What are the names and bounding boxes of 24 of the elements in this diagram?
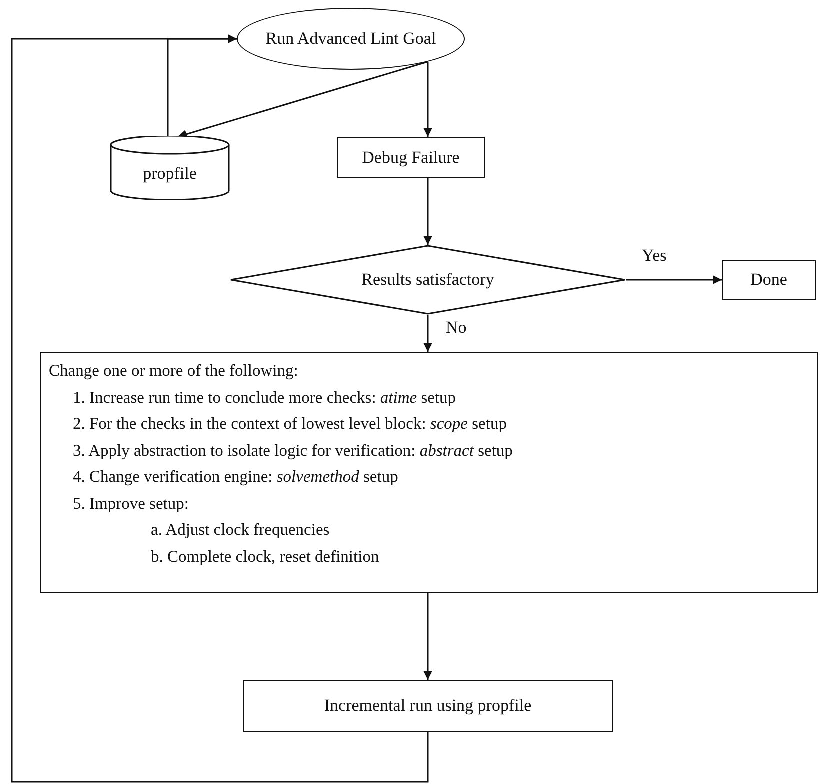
list-item: 4. Change verification engine: solvemethod setup bbox=[73, 467, 398, 487]
arrow bbox=[626, 276, 722, 284]
list-item: 1. Increase run time to conclude more checks: atime setup bbox=[73, 388, 456, 408]
arrow bbox=[424, 178, 432, 245]
node-label: Incremental run using propfile bbox=[324, 696, 532, 716]
node-label: Debug Failure bbox=[362, 148, 460, 168]
node-label: Results satisfactory bbox=[362, 270, 494, 290]
process-box bbox=[40, 352, 818, 593]
list-item: 2. For the checks in the context of lowest level block: scope setup bbox=[73, 414, 507, 434]
list-item: b. Complete clock, reset definition bbox=[151, 546, 380, 566]
process-box bbox=[337, 137, 485, 178]
process-box bbox=[243, 680, 613, 732]
list-item: a. Adjust clock frequencies bbox=[151, 520, 330, 540]
list-item: 5. Improve setup: bbox=[73, 494, 189, 514]
list-item: 3. Apply abstraction to isolate logic for verification: abstract setup bbox=[73, 440, 513, 460]
arrow bbox=[424, 62, 432, 137]
arrow bbox=[424, 593, 432, 680]
node-label: propfile bbox=[143, 164, 197, 184]
node-label: Done bbox=[750, 270, 788, 290]
arrow bbox=[424, 315, 432, 352]
process-box bbox=[722, 260, 816, 300]
node-label: Run Advanced Lint Goal bbox=[266, 29, 436, 49]
arrow bbox=[11, 34, 429, 783]
instruction-text: Change one or more of the following: bbox=[49, 361, 298, 381]
